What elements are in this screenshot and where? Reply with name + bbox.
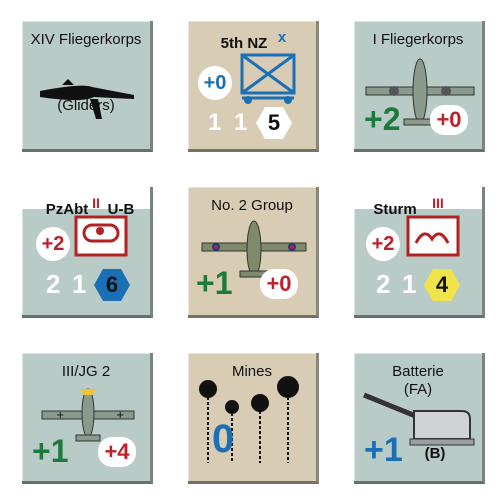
header-bar (354, 187, 482, 209)
svg-text:+: + (56, 410, 64, 421)
coastal-gun-icon (363, 392, 475, 446)
attack-value: +1 (32, 433, 69, 469)
counter-no2-group[interactable]: No. 2 Group +1 +0 (188, 187, 319, 318)
hex-value: 4 (435, 272, 449, 297)
counter-5th-nz[interactable]: 5th NZ x +0 1 1 5 (188, 21, 319, 152)
svg-text:+: + (116, 410, 124, 421)
combat-value: 2 (376, 269, 391, 299)
hex-value: 6 (105, 272, 119, 297)
counter-pzabt-ub[interactable]: PzAbt U-B II +2 2 1 6 (22, 187, 153, 318)
counter-sturm[interactable]: Sturm III +2 2 1 4 (354, 187, 485, 318)
unit-size-marker: x (277, 29, 287, 46)
counter-title-right: U-B (107, 201, 135, 218)
counter-title: III/JG 2 (61, 363, 111, 380)
attack-value: +2 (364, 101, 401, 137)
counter-title: 5th NZ (220, 35, 268, 52)
counter-title: XIV Fliegerkorps (30, 31, 142, 48)
battery-tag: (B) (424, 445, 446, 462)
defense-badge: +0 (260, 269, 298, 299)
counter-title: Sturm (373, 201, 417, 218)
counter-subtitle: (FA) (403, 381, 433, 398)
mines-value: 0 (212, 417, 235, 461)
movement-value: 1 (72, 269, 87, 299)
combat-value: 2 (46, 269, 61, 299)
bomber-aircraft-icon (201, 220, 307, 278)
combat-value: +1 (364, 431, 403, 469)
counter-subtitle: (Gliders) (57, 97, 115, 114)
movement-value: 1 (402, 269, 417, 299)
defense-badge: +0 (430, 105, 468, 135)
movement-value: 1 (234, 109, 248, 136)
counter-title-left: PzAbt (45, 201, 89, 218)
glider-icon (40, 79, 134, 119)
combat-value: 1 (208, 109, 222, 136)
unit-size-marker: II (92, 195, 100, 211)
modifier-badge: +2 (36, 227, 70, 261)
attack-value: +1 (196, 265, 233, 301)
header-bar (22, 187, 150, 209)
fighter-aircraft-icon: + + (41, 388, 135, 442)
hex-marker-icon (424, 269, 460, 301)
counter-i-fliegerkorps[interactable]: I Fliegerkorps +2 +0 (354, 21, 485, 152)
hex-value: 5 (267, 110, 281, 135)
counter-title: I Fliegerkorps (372, 31, 464, 48)
counter-iii-jg2[interactable]: III/JG 2 + + +1 +4 (22, 353, 153, 484)
mountain-infantry-symbol-icon (406, 215, 460, 257)
counter-xiv-fliegerkorps[interactable]: XIV Fliegerkorps (Gliders) (22, 21, 153, 152)
counter-title: No. 2 Group (211, 197, 293, 214)
counter-title: Batterie (392, 363, 444, 380)
unit-size-marker: III (432, 195, 444, 211)
modifier-badge: +0 (198, 66, 232, 100)
modifier-badge: +2 (366, 227, 400, 261)
naval-mines-icon (199, 376, 299, 463)
hex-marker-icon (256, 107, 292, 139)
counter-mines[interactable]: Mines 0 (188, 353, 319, 484)
bomber-aircraft-icon (365, 58, 475, 126)
counter-title: Mines (231, 363, 272, 380)
armor-symbol-icon (74, 215, 128, 257)
hex-marker-icon (94, 269, 130, 301)
counter-batterie[interactable]: Batterie (FA) +1 (B) (354, 353, 485, 484)
defense-badge: +4 (98, 437, 136, 467)
infantry-symbol-icon (240, 53, 296, 104)
